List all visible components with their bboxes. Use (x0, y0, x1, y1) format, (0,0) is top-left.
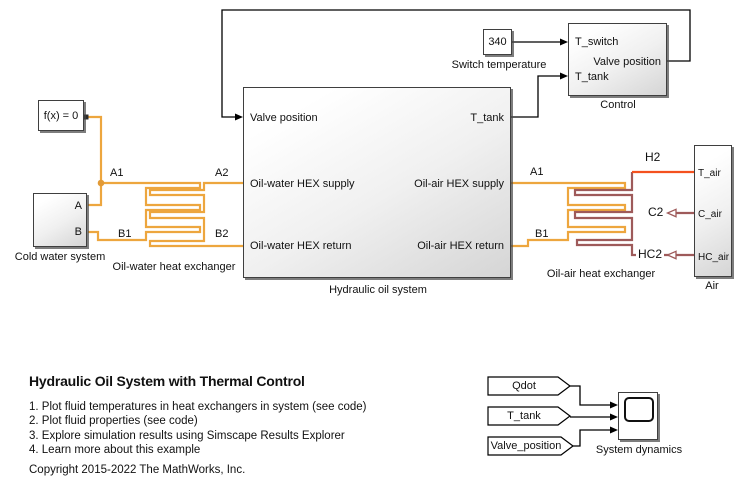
tag-qdot[interactable] (487, 376, 571, 396)
oahex-hc2-label: HC2 (636, 247, 665, 261)
signal-tags (487, 376, 574, 456)
scope-name: System dynamics (595, 444, 683, 456)
port-label-c-air: C_air (698, 209, 722, 220)
port-label-oa-return: Oil-air HEX return (417, 240, 504, 252)
note-item-1: 1. Plot fluid temperatures in heat excha… (29, 401, 367, 413)
solver-label: f(x) = 0 (43, 110, 79, 122)
arrow-valve-input-icon (235, 113, 243, 121)
scope-screen-icon (624, 397, 654, 422)
port-label-valve-out: Valve position (593, 56, 661, 68)
arrow-t-switch-icon (560, 38, 568, 46)
wire-coldwater-a (88, 183, 103, 207)
switch-temperature-constant-block[interactable]: 340 (483, 29, 512, 55)
owhex-b1-label: B1 (118, 228, 132, 240)
arrow-scope-in1-icon (610, 401, 618, 409)
oahex-b1-label: B1 (535, 228, 549, 240)
model-title: Hydraulic Oil System with Thermal Contro… (29, 373, 305, 389)
coil-oilwater-water (88, 181, 202, 242)
air-wires (573, 172, 694, 257)
port-label-ow-return: Oil-water HEX return (250, 240, 352, 252)
cold-water-system-block[interactable]: A B (33, 193, 87, 247)
port-label-a: A (74, 200, 82, 212)
port-label-b: B (74, 226, 82, 238)
tag-valve-position[interactable] (487, 436, 574, 456)
wire-valve-position-scope (573, 429, 611, 447)
port-label-t-switch: T_switch (575, 36, 619, 48)
owhex-a2-label: A2 (215, 167, 229, 179)
tag-t-tank-label: T_tank (507, 410, 541, 422)
arrowheads (235, 38, 618, 434)
switch-temperature-value: 340 (488, 36, 507, 48)
tag-t-tank[interactable] (487, 406, 571, 426)
port-label-hc-air: HC_air (698, 252, 730, 263)
oahex-c2-label: C2 (648, 205, 664, 219)
port-label-valve-position: Valve position (250, 112, 318, 124)
tag-qdot-label: Qdot (512, 380, 536, 392)
oil-water-hex-name: Oil-water heat exchanger (112, 261, 236, 273)
signal-wires (221, 9, 691, 447)
control-block[interactable]: T_switch Valve position T_tank (568, 23, 667, 96)
note-item-4: 4. Learn more about this example (29, 444, 201, 457)
wire-solver-stub (85, 115, 103, 183)
model-notes-list: 1. Plot fluid temperatures in heat excha… (29, 400, 367, 458)
air-name: Air (705, 280, 719, 292)
scope-block[interactable] (618, 392, 658, 440)
oahex-h2-label: H2 (645, 150, 661, 164)
arrow-scope-in2-icon (610, 413, 618, 421)
switch-temperature-name: Switch temperature (451, 59, 547, 71)
port-label-ow-supply: Oil-water HEX supply (250, 178, 355, 190)
hc2-port-triangle-icon (665, 250, 677, 260)
port-label-t-tank-out: T_tank (470, 112, 504, 124)
wire-qdot (570, 385, 611, 406)
air-block[interactable]: T_air C_air HC_air (694, 145, 732, 277)
port-label-oa-supply: Oil-air HEX supply (414, 178, 504, 190)
port-label-t-tank-in: T_tank (575, 71, 609, 83)
cold-water-system-name: Cold water system (14, 251, 106, 263)
hydraulic-oil-system-name: Hydraulic oil system (329, 284, 427, 296)
note-item-2: 2. Plot fluid properties (see code) (29, 415, 198, 428)
coil-oilwater-oil (148, 181, 243, 248)
coil-oilair-oil (511, 181, 627, 248)
control-name: Control (600, 99, 636, 111)
coil-oilair-air (573, 172, 694, 257)
owhex-b2-label: B2 (215, 228, 229, 240)
solver-configuration-block[interactable]: f(x) = 0 (38, 100, 84, 131)
solver-port-icon (84, 114, 89, 120)
c2-port-triangle-icon (665, 208, 677, 218)
copyright-text: Copyright 2015-2022 The MathWorks, Inc. (29, 464, 246, 476)
junction-dot (97, 179, 105, 187)
note-item-3: 3. Explore simulation results using Sims… (29, 429, 345, 442)
oil-wires (85, 115, 627, 248)
wire-valve-feedback (221, 9, 691, 118)
hydraulic-oil-system-block[interactable]: Valve position T_tank Oil-water HEX supp… (243, 87, 511, 278)
arrow-scope-in3-icon (610, 426, 618, 434)
arrow-t-tank-icon (560, 72, 568, 80)
wire-t-tank-to-control (511, 75, 561, 118)
tag-valve-position-label: Valve_position (490, 440, 562, 452)
port-label-t-air: T_air (698, 168, 721, 179)
oahex-a1-label: A1 (530, 166, 544, 178)
owhex-a1-label: A1 (110, 167, 124, 179)
oil-air-hex-name: Oil-air heat exchanger (546, 268, 656, 280)
